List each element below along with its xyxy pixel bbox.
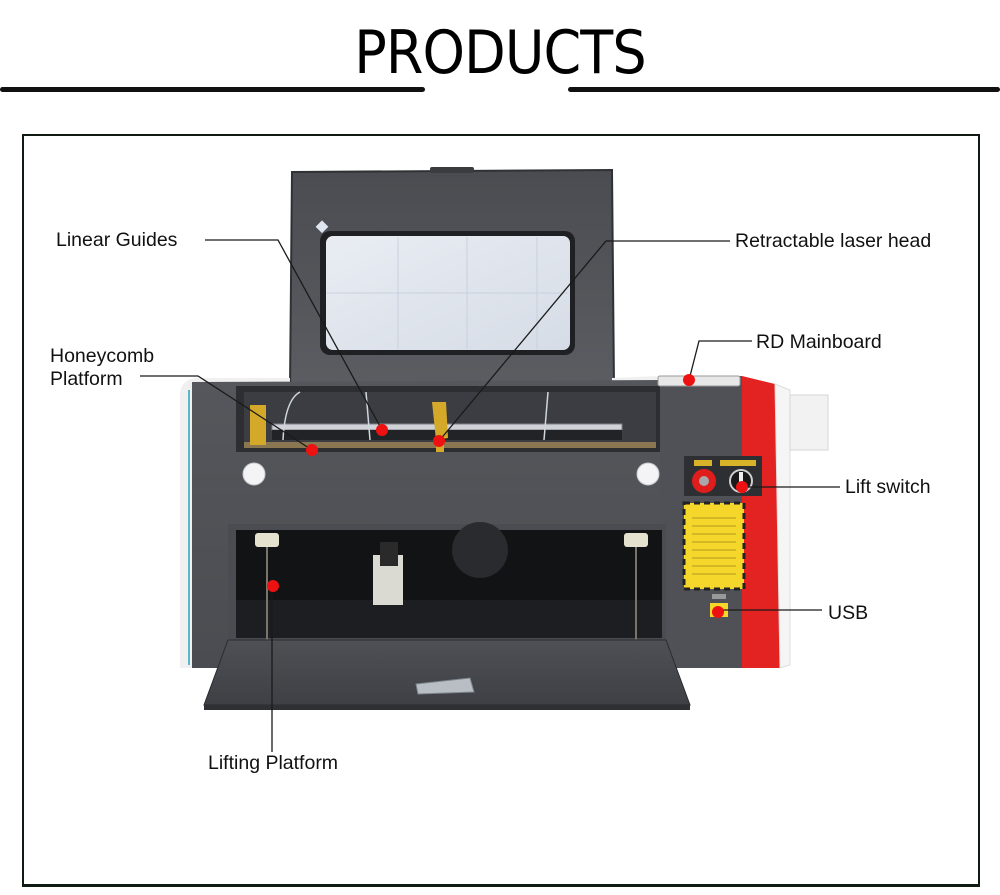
lid	[288, 167, 616, 392]
callout-laser-head: Retractable laser head	[735, 230, 932, 252]
control-side-panel	[657, 375, 829, 669]
callout-lifting-platform: Lifting Platform	[208, 752, 339, 774]
callout-honeycomb-line1: Honeycomb	[50, 345, 155, 367]
lower-compartment	[203, 522, 691, 710]
leader-lines	[140, 239, 840, 752]
callout-rd-mainboard: RD Mainboard	[756, 331, 882, 353]
marker-laser-head[interactable]	[433, 435, 445, 447]
callout-linear-guides: Linear Guides	[56, 229, 178, 251]
title-divider-left	[0, 87, 425, 92]
leader-linear-guides	[205, 239, 383, 431]
title-divider-right	[568, 87, 1000, 92]
leader-honeycomb	[140, 375, 313, 451]
leader-rd-mainboard	[688, 340, 752, 381]
callout-lift-switch: Lift switch	[845, 476, 931, 498]
marker-rd-mainboard[interactable]	[683, 374, 695, 386]
marker-lift-switch[interactable]	[736, 481, 748, 493]
callout-usb: USB	[828, 602, 869, 624]
marker-linear-guides[interactable]	[376, 424, 388, 436]
marker-lifting-platform[interactable]	[267, 580, 279, 592]
marker-usb[interactable]	[712, 606, 724, 618]
page-title: PRODUCTS	[354, 18, 646, 88]
leader-laser-head	[438, 240, 730, 442]
callout-honeycomb-line2: Platform	[50, 368, 123, 390]
marker-honeycomb-platform[interactable]	[306, 444, 318, 456]
